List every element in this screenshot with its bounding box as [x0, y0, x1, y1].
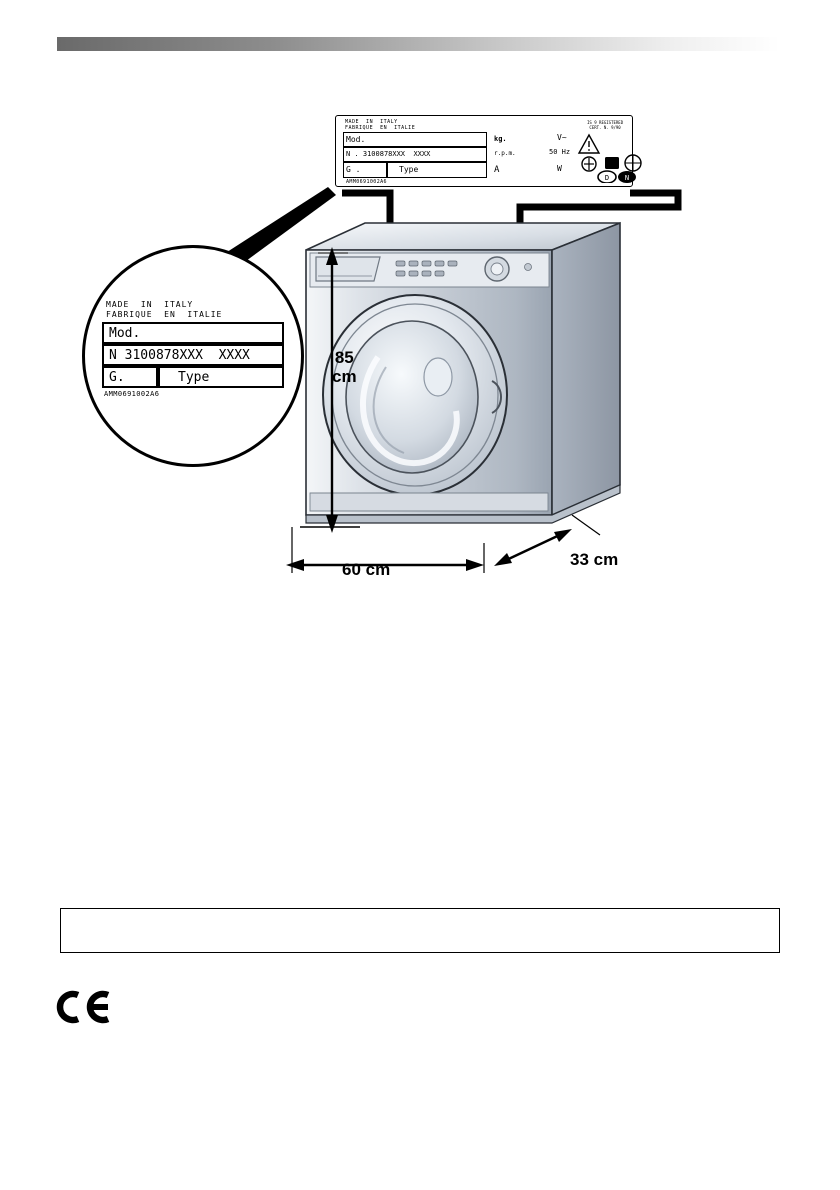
plate-amp-label: A [494, 165, 500, 175]
plate-g-label: G . [346, 165, 361, 174]
plate-watt-label: W [557, 164, 562, 173]
plate-mod-label: Mod. [346, 135, 366, 144]
plate-hz-label: 50 Hz [549, 148, 571, 156]
ce-mark [56, 990, 120, 1024]
dimension-depth-label: 33 cm [570, 550, 619, 569]
plate-type-box [387, 162, 487, 178]
plate-symbols-group: D N [577, 133, 642, 183]
magnified-type-label: Type [178, 370, 210, 385]
plate-made-in-text: MADE IN ITALY FABRIQUE EN ITALIE [345, 119, 416, 131]
filled-mark-icon [618, 171, 636, 183]
plate-serial-text: N . 3100878XXX XXXX [346, 150, 430, 158]
plate-serial-value: 3100878XXX XXXX [362, 150, 431, 158]
magnified-serial-label: N [109, 348, 117, 363]
illustration-appliance-dimensions: MADE IN ITALY FABRIQUE EN ITALIE Mod. N … [60, 95, 780, 615]
magnified-serial-value: 3100878XXX XXXX [124, 348, 250, 363]
plate-mod-box [343, 132, 487, 147]
plate-serial-box [343, 147, 487, 162]
plate-g-box [343, 162, 387, 178]
magnified-rating-plate: MADE IN ITALY FABRIQUE EN ITALIE Mod. N … [82, 245, 304, 467]
magnified-serial-text: N 3100878XXX XXXX [109, 348, 250, 363]
dimension-height-label: 85 cm [332, 348, 357, 386]
magnified-type-box [158, 366, 284, 388]
magnified-made-in-text: MADE IN ITALY FABRIQUE EN ITALIE [106, 300, 223, 319]
plate-serial-label: N . [346, 150, 359, 158]
plate-rpm-label: r.p.m. [494, 150, 516, 157]
magnified-serial-box [102, 344, 284, 366]
plate-volt-label: V~ [557, 133, 567, 142]
solid-square-icon [605, 157, 619, 169]
svg-text:N: N [625, 174, 629, 182]
magnified-mod-label: Mod. [109, 326, 141, 341]
magnified-plate-code: AMM0691002A6 [104, 390, 160, 398]
svg-text:D: D [605, 174, 609, 182]
magnified-g-label: G. [109, 370, 125, 385]
header-gradient-bar [57, 37, 780, 51]
magnified-plate-content: MADE IN ITALY FABRIQUE EN ITALIE Mod. N … [100, 300, 286, 398]
ground-symbol-icon [581, 156, 597, 172]
magnified-g-box [102, 366, 158, 388]
magnifier-circle [82, 245, 304, 467]
magnified-mod-box [102, 322, 284, 344]
dimension-width-label: 60 cm [342, 560, 391, 579]
plate-type-label: Type [399, 165, 419, 174]
warning-triangle-icon [577, 133, 601, 154]
plate-code: AMM0691002A6 [346, 179, 387, 185]
plate-iso-certification-text: IS 9 REGISTERED CERT. N. 9/90 [587, 120, 624, 130]
d-mark-icon [597, 170, 617, 183]
rating-plate-small: MADE IN ITALY FABRIQUE EN ITALIE Mod. N … [335, 115, 642, 187]
plate-kg-label: kg. [494, 135, 507, 143]
ce-mark-icon [56, 990, 110, 1024]
appliance-drawing [210, 187, 682, 573]
note-box [60, 908, 780, 953]
